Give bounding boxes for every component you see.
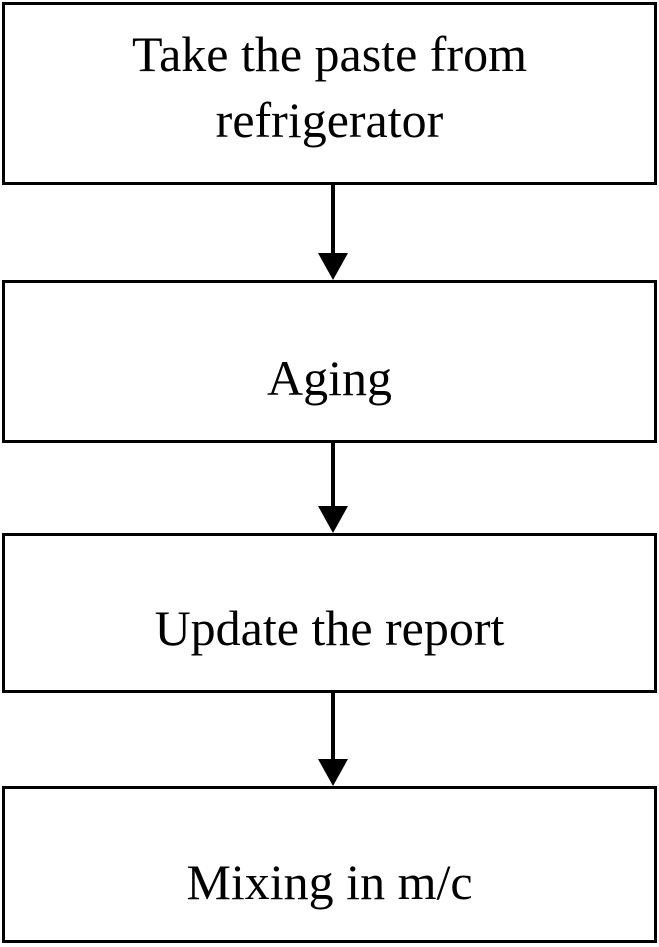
arrow-shaft — [331, 185, 335, 256]
arrow-shaft — [331, 443, 335, 509]
flow-step-take-paste-from-refrigerator: Take the paste from refrigerator — [2, 2, 657, 185]
flow-step-aging: Aging — [2, 280, 657, 443]
flow-step-update-the-report: Update the report — [2, 533, 657, 693]
flow-arrow-3 — [318, 693, 348, 786]
arrow-shaft — [331, 693, 335, 762]
flow-step-label: Aging — [267, 349, 392, 406]
arrow-down-icon — [318, 506, 348, 533]
flow-arrow-1 — [318, 185, 348, 280]
arrow-down-icon — [318, 759, 348, 786]
flow-step-label: Mixing in m/c — [186, 853, 473, 910]
flow-step-label: Take the paste from refrigerator — [132, 25, 527, 148]
flow-step-mixing-in-mc: Mixing in m/c — [2, 786, 657, 943]
flow-arrow-2 — [318, 443, 348, 533]
arrow-down-icon — [318, 253, 348, 280]
flow-step-label: Update the report — [154, 600, 505, 656]
